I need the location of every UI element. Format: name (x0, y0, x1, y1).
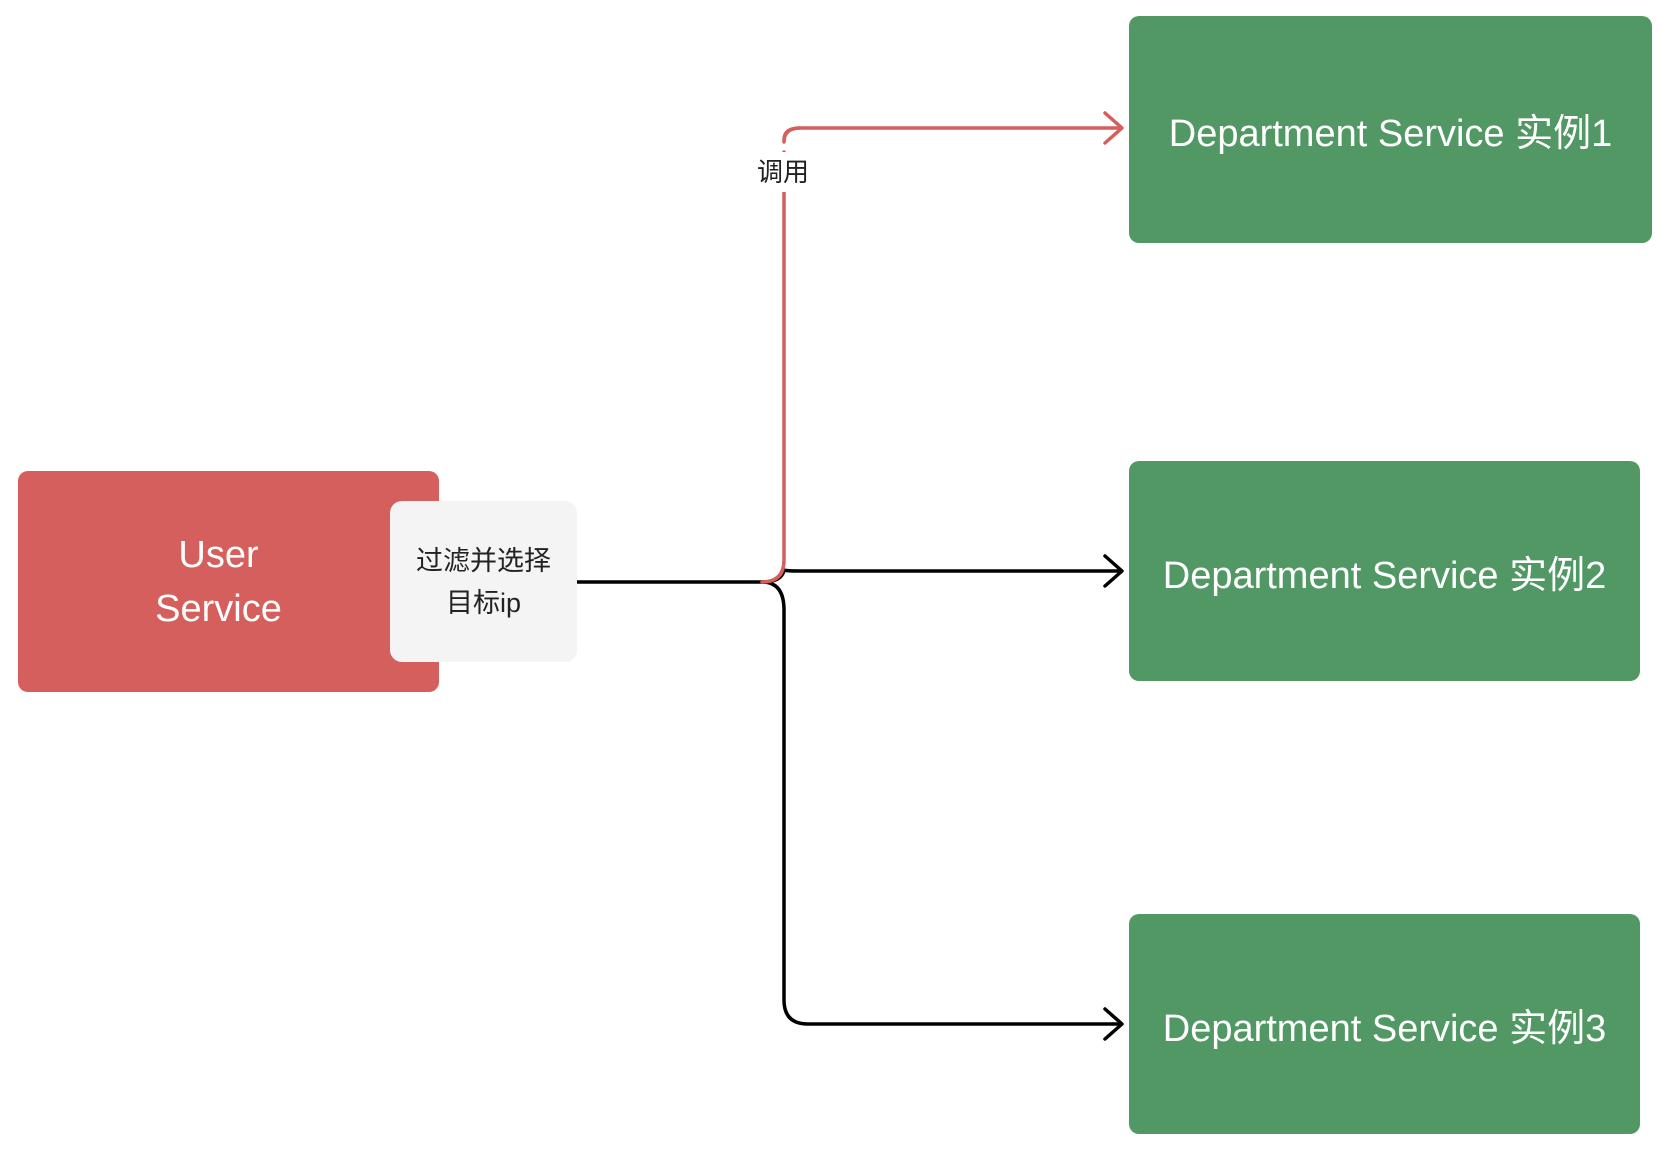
user-service-node[interactable]: User Service (18, 471, 439, 692)
department-service-instance-1-label: Department Service 实例1 (1168, 113, 1613, 155)
filter-select-ip-label: 过滤并选择目标ip (416, 545, 551, 618)
connector-call-instance-1 (760, 126, 1122, 584)
connector-to-instance-2 (760, 568, 1122, 584)
connector-call-instance-1-upper (782, 126, 802, 144)
connector-to-instance-3 (760, 580, 1122, 1026)
call-edge-label: 调用 (748, 152, 818, 192)
user-service-label: User Service (155, 533, 282, 630)
filter-select-ip-node[interactable]: 过滤并选择目标ip (390, 501, 577, 662)
department-service-instance-3-node[interactable]: Department Service 实例3 (1129, 914, 1640, 1134)
department-service-instance-3-label: Department Service 实例3 (1162, 1007, 1607, 1050)
arrowhead-instance-3 (1103, 1007, 1124, 1041)
arrowhead-instance-2 (1103, 554, 1124, 588)
department-service-instance-1-node[interactable]: Department Service 实例1 (1129, 16, 1652, 243)
arrowhead-instance-1 (1103, 111, 1124, 145)
department-service-instance-2-node[interactable]: Department Service 实例2 (1129, 461, 1640, 681)
department-service-instance-2-label: Department Service 实例2 (1162, 554, 1607, 597)
